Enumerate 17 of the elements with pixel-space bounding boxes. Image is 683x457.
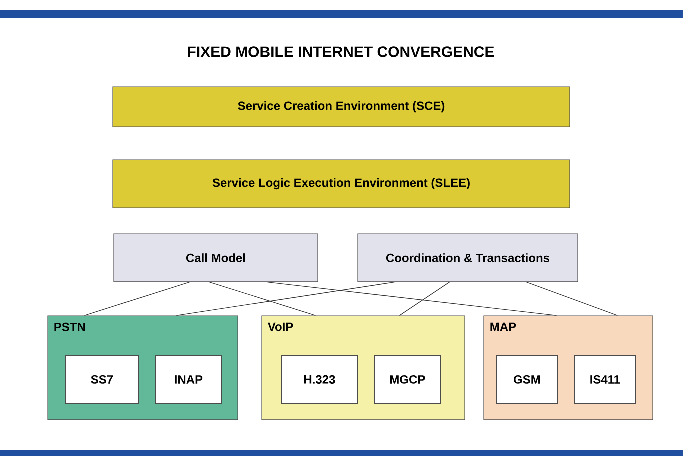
protocol-box: SS7 [65,355,139,404]
connector-line [84,282,190,316]
function-box: Coordination & Transactions [358,234,578,282]
protocol-box: MGCP [374,355,441,404]
connector-line [209,282,316,316]
protocol-box: INAP [155,355,222,404]
protocol-box: GSM [496,355,558,404]
connector-line [267,282,558,316]
protocol-box: IS411 [574,355,636,404]
protocol-box: H.323 [281,355,358,404]
connector-line [399,282,450,316]
layer-box: Service Creation Environment (SCE) [112,86,570,128]
connector-line [526,282,618,316]
connector-line [176,282,396,316]
layer-box: Service Logic Execution Environment (SLEE) [112,160,570,208]
title: FIXED MOBILE INTERNET CONVERGENCE [188,46,494,58]
function-box: Call Model [114,234,318,282]
